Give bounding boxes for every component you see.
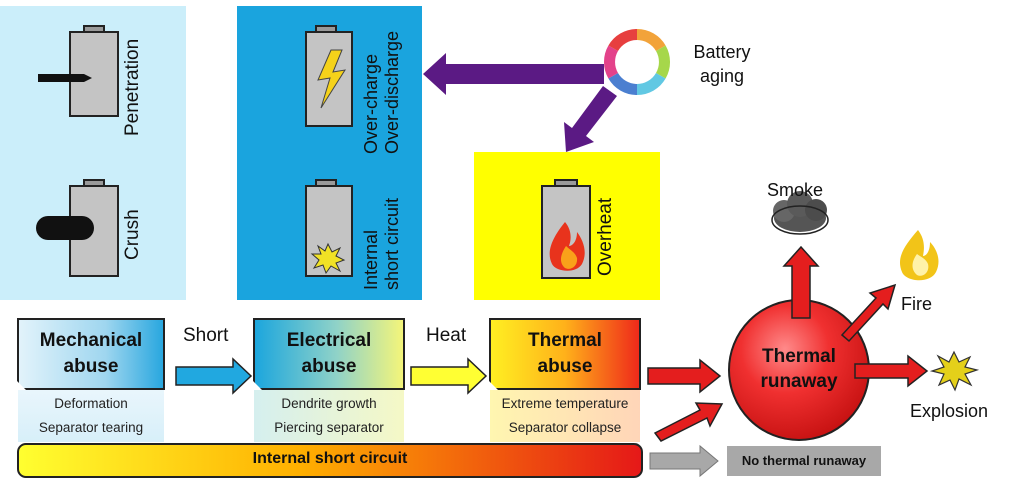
overheat-battery-icon: [541, 179, 591, 279]
heat-label: Heat: [426, 325, 467, 346]
short-arrow: [175, 357, 253, 395]
fire-icon: [899, 230, 939, 281]
smoke-cloud-icon: [771, 191, 829, 235]
purple-arrow-to-electrical: [423, 53, 604, 95]
electrical-details-panel: [254, 390, 404, 442]
explosion-icon: [929, 350, 980, 392]
penetration-battery-icon: [38, 25, 119, 117]
bar-to-runaway-arrow: [653, 402, 724, 442]
heat-arrow: [410, 357, 488, 395]
explosion-arrow: [854, 354, 929, 388]
crush-label: Crush: [122, 209, 143, 260]
explosion-label: Explosion: [910, 401, 989, 421]
internal-short-label: Internal short circuit: [361, 197, 402, 290]
internal-short-bar-label: Internal short circuit: [252, 450, 408, 467]
crush-battery-icon: [36, 179, 119, 277]
overheat-label: Overheat: [595, 197, 616, 276]
thermal-detail-2: Separator collapse: [508, 420, 622, 435]
smoke-label: Smoke: [767, 180, 824, 200]
battery-aging-label: Battery aging: [693, 42, 751, 86]
mechanical-detail-1: Deformation: [54, 396, 128, 411]
no-thermal-runaway-label: No thermal runaway: [741, 453, 867, 468]
electrical-detail-2: Piercing separator: [274, 420, 384, 435]
no-thermal-runaway-box: [727, 446, 881, 476]
mechanical-detail-2: Separator tearing: [38, 420, 144, 435]
smoke-arrow: [782, 245, 820, 319]
electrical-abuse-box: Electrical abuse: [253, 318, 405, 390]
thermal-runaway-label: Thermal runaway: [760, 346, 838, 392]
thermal-details-panel: [490, 390, 640, 442]
overcharge-battery-icon: [305, 25, 353, 127]
battery-aging-cycle-icon: [603, 28, 671, 96]
thermal-detail-1: Extreme temperature: [501, 396, 629, 411]
electrical-detail-1: Dendrite growth: [281, 396, 377, 411]
overcharge-label: Over-charge Over-discharge: [361, 30, 402, 154]
thermal-to-runaway-arrow: [647, 358, 722, 394]
short-label: Short: [183, 325, 229, 346]
internal-short-battery-icon: [305, 179, 353, 277]
fire-arrow: [840, 283, 897, 343]
mechanical-abuse-box: Mechanical abuse: [17, 318, 165, 390]
thermal-abuse-box: Thermal abuse: [489, 318, 641, 390]
internal-short-bar: [17, 443, 643, 478]
gray-arrow: [649, 444, 719, 478]
fire-label: Fire: [901, 294, 932, 314]
mechanical-details-panel: [18, 390, 164, 442]
penetration-label: Penetration: [122, 38, 143, 136]
purple-arrow-to-thermal: [564, 86, 617, 152]
